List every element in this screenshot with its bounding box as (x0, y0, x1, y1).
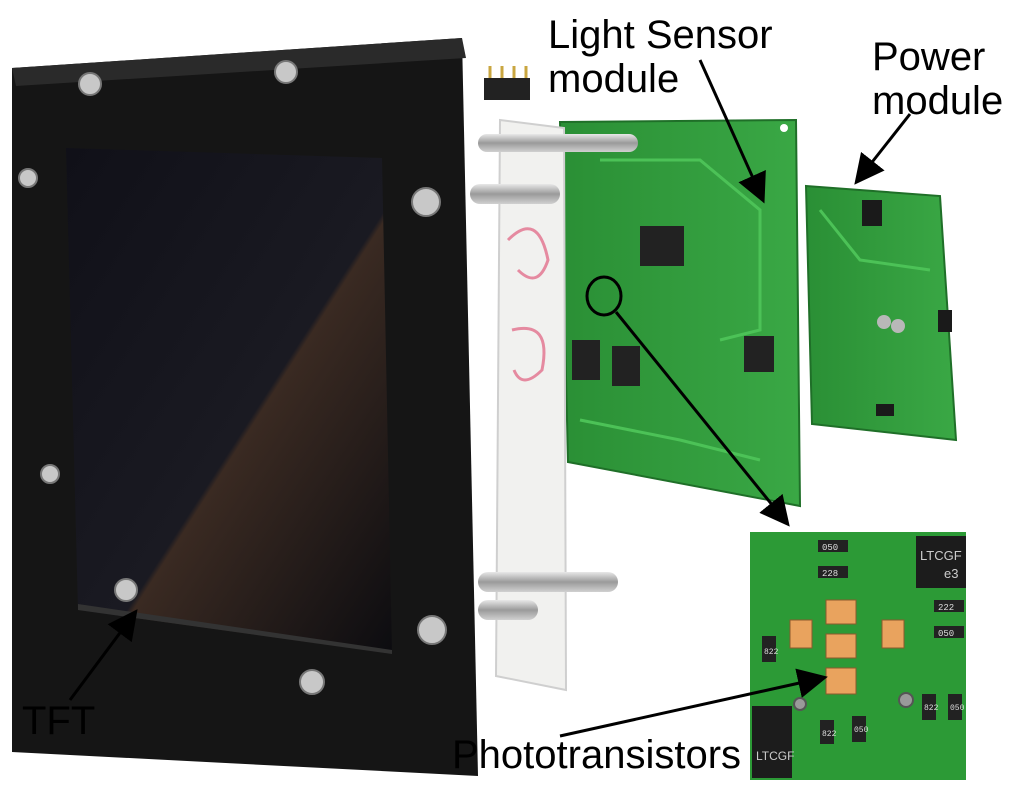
power-module-label-line2: module (872, 79, 1004, 123)
resistor-label: 822 (924, 704, 939, 713)
light-sensor-label-line2: module (548, 57, 680, 101)
inset-ic-top-text: LTCGF (920, 548, 962, 563)
standoff-rods (470, 134, 638, 620)
annotation-arrows (68, 59, 912, 738)
resistor-label: 050 (822, 543, 838, 553)
frame-screws (18, 60, 447, 695)
arrow-phototransistors (559, 668, 828, 738)
header-pins (484, 66, 530, 100)
resistor-label: 050 (950, 704, 965, 713)
acrylic-support-plate (494, 118, 568, 692)
resistor-label: 228 (822, 569, 838, 579)
inset-ic-top (916, 536, 966, 588)
phototransistors-label: Phototransistors (452, 733, 742, 777)
resistor-label: 822 (822, 730, 837, 739)
resistor-label: 050 (938, 629, 954, 639)
arrow-tft (68, 609, 138, 701)
arrow-light-sensor (698, 59, 766, 204)
resistor-label: 050 (854, 726, 869, 735)
tft-frame (12, 38, 478, 776)
tft-label: TFT (22, 699, 96, 743)
inset-resistors: 050 222 228 822 050 822 050 822 050 (762, 540, 965, 744)
arrow-highlight-to-inset (614, 311, 790, 527)
inset-ic-bottom-text: LTCGF (756, 749, 794, 763)
power-module-label-line1: Power (872, 35, 986, 79)
resistor-label: 222 (938, 603, 954, 613)
inset-ic-e3-text: e3 (944, 566, 958, 581)
inset-phototransistors (789, 599, 905, 695)
power-module-board (804, 184, 958, 442)
phototransistor-highlight-circle (585, 275, 623, 317)
resistor-label: 822 (764, 648, 779, 657)
arrow-power-module (854, 113, 912, 185)
inset-ic-bottom (752, 706, 792, 778)
phototransistor-closeup-inset: LTCGF e3 LTCGF 050 222 228 822 050 822 0… (750, 532, 966, 780)
light-sensor-label-line1: Light Sensor (548, 13, 773, 57)
